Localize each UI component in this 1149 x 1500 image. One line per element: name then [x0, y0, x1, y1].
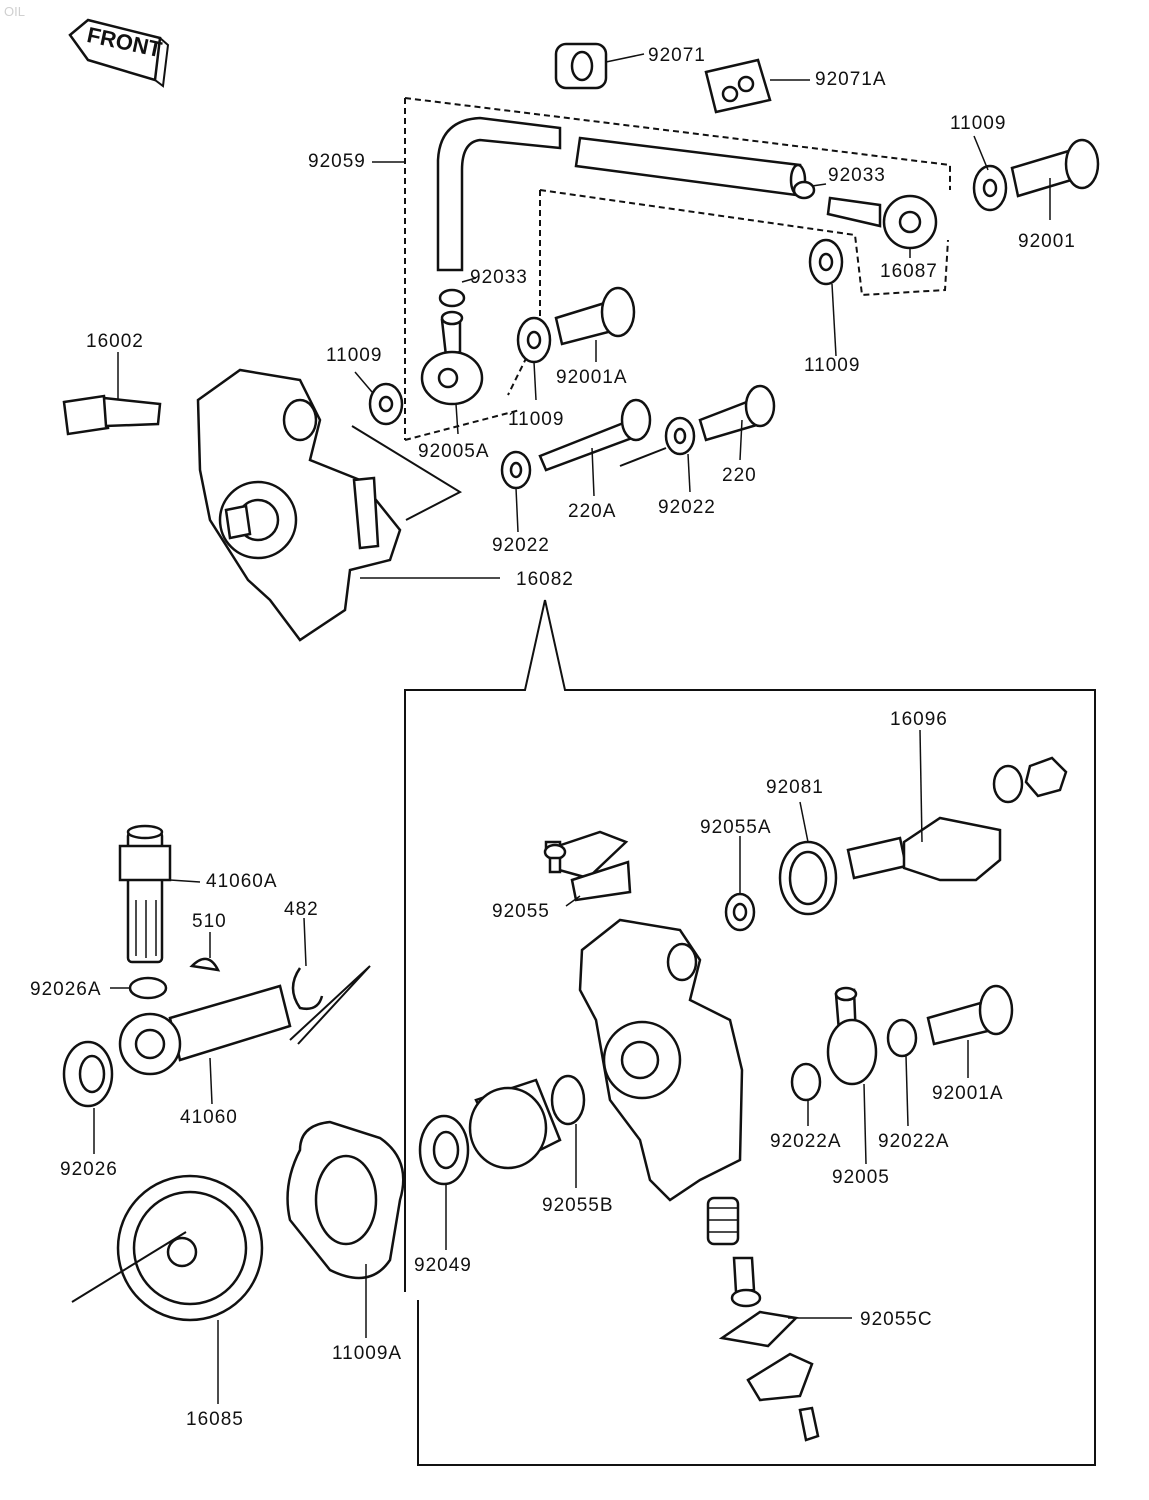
- washer-11009-l-part: [368, 382, 404, 426]
- leader-lines-upper: [117, 53, 1051, 579]
- label-92033-right: 92033: [828, 165, 886, 186]
- washer-92026A-part: [128, 976, 168, 1000]
- o-ring-92033-part: [792, 180, 816, 200]
- watermark: OIL: [4, 4, 25, 19]
- label-92049: 92049: [414, 1255, 472, 1276]
- oil-pump-body-part: [578, 918, 744, 1202]
- label-11009A: 11009A: [332, 1343, 403, 1364]
- label-510: 510: [192, 911, 227, 932]
- label-11009-top-right: 11009: [950, 113, 1007, 134]
- label-92022-right: 92022: [658, 497, 716, 518]
- lower-assembly-bracket: [404, 599, 1096, 1466]
- label-92005: 92005: [832, 1167, 890, 1188]
- label-220: 220: [722, 465, 757, 486]
- label-92055: 92055: [492, 901, 550, 922]
- label-92005A: 92005A: [418, 441, 490, 462]
- o-ring-92055B-part: [550, 1074, 586, 1126]
- label-92055C: 92055C: [860, 1309, 933, 1330]
- front-arrow-icon: [68, 18, 170, 88]
- label-92055A: 92055A: [700, 817, 772, 838]
- washer-92022A-l-part: [790, 1062, 822, 1102]
- spring-plug-part: [706, 1196, 762, 1308]
- banjo-92005A-part: [420, 310, 484, 406]
- circlip-482-part: [291, 967, 324, 1010]
- clip-92071A-part: [704, 58, 772, 114]
- label-16087: 16087: [880, 261, 938, 282]
- washer-11009-c-part: [516, 316, 552, 364]
- label-16002: 16002: [86, 331, 144, 352]
- washer-11009-tr-part: [972, 164, 1008, 212]
- gasket-92055C-part: [718, 1310, 799, 1348]
- clip-92071-part: [554, 42, 608, 90]
- label-92001A-top: 92001A: [556, 367, 628, 388]
- label-92022A-left: 92022A: [770, 1131, 842, 1152]
- bolt-220-part: [698, 384, 776, 442]
- label-482: 482: [284, 899, 319, 920]
- washer-92022-b-part: [664, 416, 696, 456]
- label-92026A: 92026A: [30, 979, 102, 1000]
- washer-92026-part: [62, 1040, 114, 1108]
- oil-pump-16082-part: [196, 368, 402, 642]
- bolt-220A-part: [538, 398, 652, 472]
- bolt-92001-part: [1010, 138, 1100, 198]
- label-11009-right: 11009: [804, 355, 861, 376]
- top-cover-part: [543, 830, 632, 902]
- gear-16085-part: [116, 1174, 264, 1322]
- label-220A: 220A: [568, 501, 617, 522]
- oil-hose-part: [436, 116, 807, 272]
- rotor-cap-part: [468, 1078, 562, 1170]
- label-16096: 16096: [890, 709, 948, 730]
- label-92026: 92026: [60, 1159, 118, 1180]
- label-41060A: 41060A: [206, 871, 278, 892]
- label-92001A-bottom: 92001A: [932, 1083, 1004, 1104]
- label-92033-left: 92033: [470, 267, 528, 288]
- shaft-41060A-part: [118, 824, 172, 964]
- bottom-cover-part: [746, 1352, 814, 1402]
- label-92001: 92001: [1018, 231, 1076, 252]
- leader-lines-lower: [71, 729, 969, 1404]
- ring-92055A-part: [724, 892, 756, 932]
- o-ring-92033-lower-part: [438, 288, 466, 308]
- label-92071A: 92071A: [815, 69, 887, 90]
- label-11009-left: 11009: [326, 345, 383, 366]
- bolt-92001A-part: [554, 286, 636, 346]
- washer-92022A-r-part: [886, 1018, 918, 1058]
- seal-92049-part: [418, 1114, 470, 1186]
- label-92059: 92059: [308, 151, 366, 172]
- label-16085: 16085: [186, 1409, 244, 1430]
- label-92022-left: 92022: [492, 535, 550, 556]
- washer-11009-r-part: [808, 238, 844, 286]
- label-11009-center: 11009: [508, 409, 565, 430]
- banjo-92005-part: [826, 986, 878, 1086]
- label-41060: 41060: [180, 1107, 238, 1128]
- gasket-11009A-part: [286, 1120, 405, 1280]
- label-92022A-right: 92022A: [878, 1131, 950, 1152]
- cap-92081-part: [778, 840, 838, 916]
- label-92081: 92081: [766, 777, 824, 798]
- valve-16096-part: [846, 756, 1068, 882]
- washer-92022-part: [500, 450, 532, 490]
- fitting-16002-part: [62, 394, 162, 436]
- bottom-screw-part: [798, 1406, 820, 1442]
- label-92071: 92071: [648, 45, 706, 66]
- gear-shaft-41060-part: [118, 984, 292, 1076]
- label-16082: 16082: [516, 569, 574, 590]
- bolt-92001A-lower-part: [926, 984, 1014, 1046]
- label-92055B: 92055B: [542, 1195, 614, 1216]
- key-510-part: [189, 957, 221, 972]
- banjo-fitting-16087-part: [826, 194, 938, 250]
